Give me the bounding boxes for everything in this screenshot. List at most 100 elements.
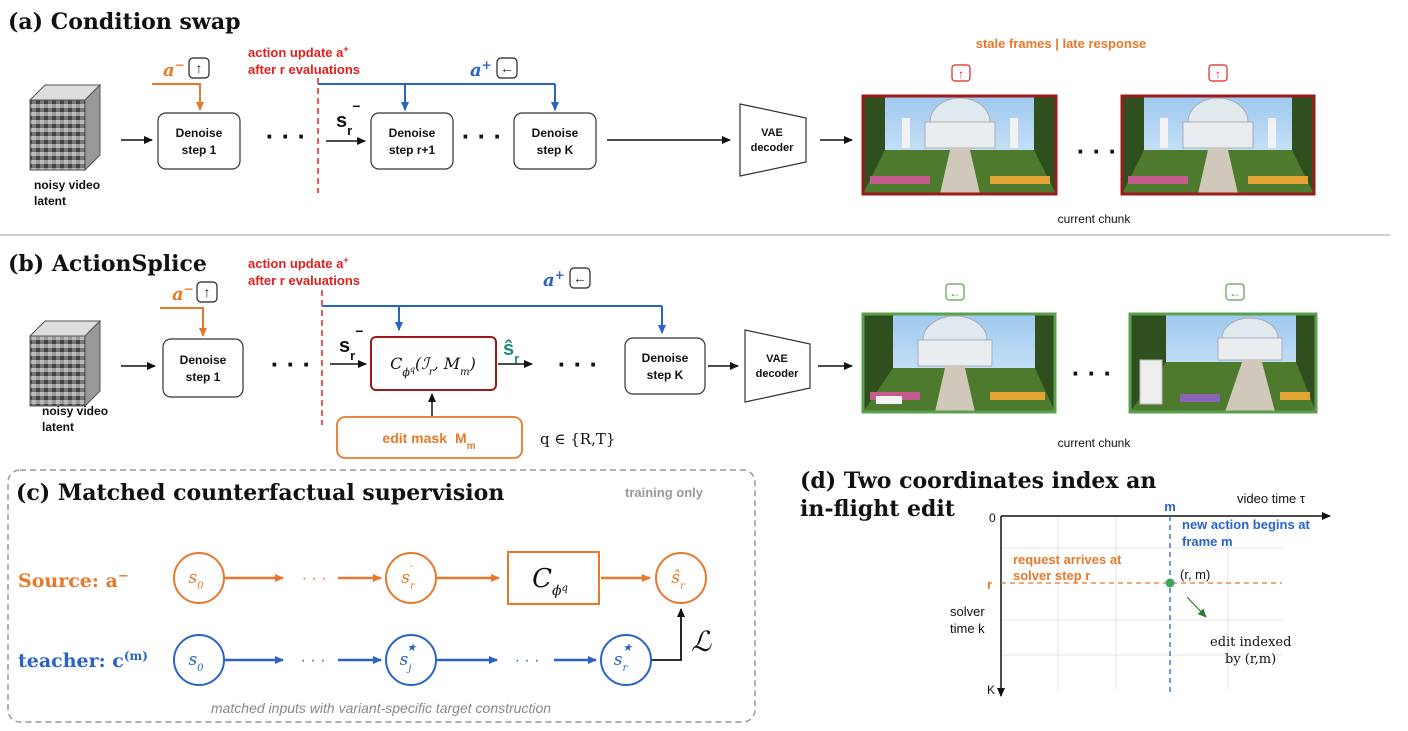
latent-label-a-1: noisy video — [34, 178, 100, 192]
frame-b-2-border — [1128, 312, 1318, 414]
up-key-b-glyph: ↑ — [204, 284, 211, 300]
frame-b-2 — [1130, 314, 1316, 412]
a-plus-label-b: a+ — [543, 268, 565, 291]
source-shat-node — [655, 552, 707, 604]
corrector-box-b — [370, 336, 497, 391]
up-key-b — [196, 281, 218, 303]
up-key-a — [188, 57, 210, 79]
left-badge-b-1 — [945, 283, 965, 301]
panel-d-grid — [1000, 516, 1282, 690]
teacher-dots-2: · · · — [515, 652, 540, 669]
denoise-step1-a — [157, 112, 241, 170]
latent-cube-a — [28, 83, 102, 172]
panel-c-footer: matched inputs with variant-specific tar… — [211, 700, 551, 716]
denoise-step-r1-a-l1: Denoise — [389, 126, 436, 140]
denoise-step-k-a-l2: step K — [537, 143, 574, 157]
source-shat-label: ŝr — [671, 568, 686, 592]
current-chunk-b: current chunk — [1058, 436, 1132, 450]
intersection-point — [1165, 578, 1175, 588]
up-badge-a-2 — [1208, 64, 1228, 82]
dots-a-3: · · · — [1077, 136, 1117, 166]
denoise-step-k-a — [513, 112, 597, 170]
stale-label: stale frames | late response — [976, 36, 1147, 51]
latent-label-a-2: latent — [34, 194, 66, 208]
latent-cube-b — [28, 319, 102, 408]
frame-b-1-border — [861, 312, 1057, 414]
latent-label-b-1: noisy video — [42, 404, 108, 418]
panel-a-title: (a) Condition swap — [8, 9, 240, 35]
edit-pointer — [1186, 596, 1207, 618]
frame-a-2 — [1122, 96, 1314, 194]
up-badge-a-1-glyph: ↑ — [958, 67, 964, 81]
denoise-step-k-b-l2: step K — [647, 368, 684, 382]
dots-a-1: · · · — [266, 121, 306, 151]
new-action-1: new action begins at — [1182, 517, 1311, 532]
source-corrector-label: Cϕq — [532, 564, 568, 599]
s-r-label-a: sr− — [336, 98, 360, 138]
frame-a-1-border — [861, 94, 1058, 196]
edit-label-1: edit indexed — [1210, 635, 1291, 650]
a-minus-label-b: a− — [172, 282, 194, 305]
loss-symbol: ℒ — [691, 625, 712, 658]
latent-label-b-2: latent — [42, 420, 74, 434]
panel-d-title-1: (d) Two coordinates index an — [800, 468, 1156, 494]
left-badge-b-2 — [1225, 283, 1245, 301]
action-update-b-1: action update a+ — [248, 255, 349, 271]
origin-label: 0 — [989, 511, 996, 525]
current-chunk-a: current chunk — [1058, 212, 1132, 226]
up-badge-a-2-glyph: ↑ — [1215, 67, 1221, 81]
dots-b-2: · · · — [558, 349, 598, 379]
dots-a-2: · · · — [462, 121, 502, 151]
vae-decoder-b — [744, 329, 811, 403]
a-plus-label-a: a+ — [470, 58, 492, 81]
s-r-label-b: sr− — [339, 323, 363, 363]
action-update-a-2: after r evaluations — [248, 62, 360, 77]
denoise-step1-b-l1: Denoise — [180, 353, 227, 367]
a-minus-label-a: a− — [163, 58, 185, 81]
teacher-label: teacher: c(m) — [18, 649, 148, 672]
y-axis-label-2: time k — [950, 621, 985, 636]
panel-d: (d) Two coordinates index an in-flight e… — [800, 468, 1331, 697]
source-sr-node — [385, 552, 437, 604]
a-minus-arrow-a — [152, 83, 204, 111]
denoise-step-k-a-l1: Denoise — [532, 126, 579, 140]
panel-d-title-2: in-flight edit — [800, 496, 956, 522]
teacher-sr-node — [600, 634, 652, 686]
action-update-a-1: action update a+ — [248, 44, 349, 60]
request-1: request arrives at — [1013, 552, 1122, 567]
training-only: training only — [625, 485, 704, 500]
a-minus-arrow-b — [160, 307, 207, 337]
source-s0-label: s0 — [188, 568, 204, 592]
panel-c-title: (c) Matched counterfactual supervision — [16, 480, 504, 506]
source-corrector-box — [507, 551, 600, 605]
y-end-label: K — [987, 683, 995, 697]
source-sr-label: sr- — [401, 561, 416, 592]
left-key-a — [496, 57, 518, 79]
teacher-s0-node — [173, 634, 225, 686]
denoise-step-r1-a-l2: step r+1 — [389, 143, 436, 157]
up-key-a-glyph: ↑ — [196, 60, 203, 76]
source-dots: · · · — [302, 570, 327, 587]
denoise-step-r1-a — [370, 112, 454, 170]
vae-b-l2: decoder — [756, 368, 800, 380]
left-key-b — [569, 267, 591, 289]
denoise-step1-a-l2: step 1 — [182, 143, 217, 157]
request-2: solver step r — [1013, 568, 1090, 583]
frame-b-1 — [863, 314, 1055, 412]
panel-b-title: (b) ActionSplice — [8, 251, 207, 277]
frame-a-2-border — [1120, 94, 1316, 196]
teacher-dots-1: · · · — [301, 652, 326, 669]
teacher-sj-node — [385, 634, 437, 686]
teacher-sr-label: sr★ — [614, 641, 634, 674]
teacher-sj-label: sj★ — [400, 641, 418, 674]
vae-a-l1: VAE — [761, 127, 783, 139]
y-axis-label-1: solver — [950, 604, 985, 619]
panel-c-frame — [7, 469, 756, 723]
denoise-step-k-b-l1: Denoise — [642, 351, 689, 365]
new-action-2: frame m — [1182, 534, 1233, 549]
source-s0-node — [173, 552, 225, 604]
panel-c: (c) Matched counterfactual supervision t… — [7, 469, 756, 723]
denoise-step1-b — [162, 338, 244, 398]
vae-decoder-a — [739, 103, 807, 177]
